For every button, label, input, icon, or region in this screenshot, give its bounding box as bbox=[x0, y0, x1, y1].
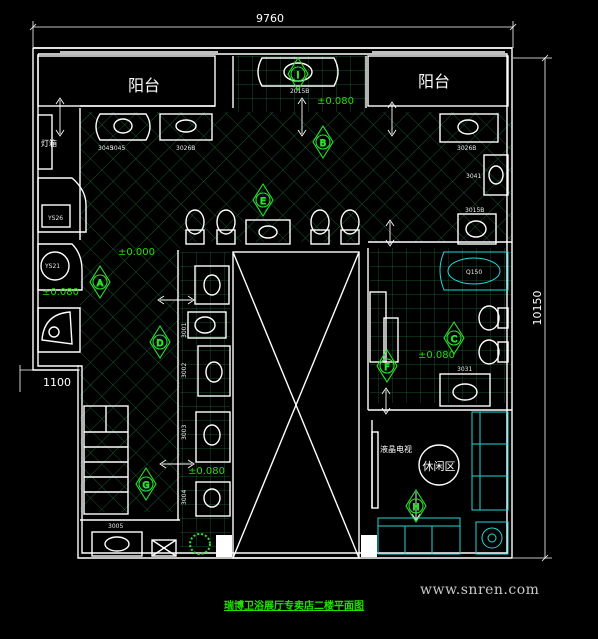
svg-text:F: F bbox=[384, 363, 389, 373]
central-void bbox=[216, 251, 377, 559]
toilets-row bbox=[185, 209, 360, 245]
section-marker-d: D bbox=[149, 324, 171, 360]
shower-units-left: YS26 YS21 bbox=[37, 177, 87, 353]
svg-text:3041: 3041 bbox=[466, 173, 481, 180]
svg-text:Q150: Q150 bbox=[466, 269, 482, 276]
svg-text:C: C bbox=[451, 335, 457, 345]
svg-text:B: B bbox=[320, 139, 326, 149]
svg-text:2015B: 2015B bbox=[290, 88, 309, 95]
level-marker-left2: ±0.080 bbox=[42, 287, 79, 298]
display-panel bbox=[369, 291, 399, 363]
svg-text:3031: 3031 bbox=[457, 366, 472, 373]
dim-left-offset: 1100 bbox=[43, 376, 71, 389]
section-marker-f: F bbox=[376, 348, 398, 384]
dim-top-width: 9760 bbox=[256, 12, 284, 25]
bottom-left-fixtures: 3005 bbox=[91, 523, 211, 557]
section-marker-i: I bbox=[287, 56, 309, 92]
svg-text:YS26: YS26 bbox=[47, 215, 63, 222]
level-marker-right: ±0.080 bbox=[418, 350, 455, 361]
dimension-left: 1100 bbox=[19, 365, 80, 392]
svg-text:A: A bbox=[97, 279, 104, 289]
level-label-5: ±0.080 bbox=[188, 466, 225, 477]
svg-text:3045: 3045 bbox=[110, 145, 125, 152]
bath-zone-right: Q150 3015B 3031 bbox=[439, 207, 509, 407]
level-label-1: ±0.080 bbox=[317, 96, 354, 107]
balcony-right: 阳台 bbox=[367, 55, 509, 107]
stairs-left bbox=[83, 405, 129, 515]
section-marker-h: H bbox=[405, 488, 427, 524]
lcd-tv-label: 液晶电视 bbox=[380, 444, 412, 454]
watermark: www.snren.com bbox=[420, 582, 540, 598]
svg-text:3002: 3002 bbox=[181, 363, 188, 378]
basin-top-mid: 3026B bbox=[159, 113, 213, 152]
section-marker-a: A bbox=[89, 264, 111, 300]
basin-top-left: 3045 bbox=[95, 113, 151, 152]
level-label-3: ±0.080 bbox=[42, 287, 79, 298]
svg-text:I: I bbox=[297, 71, 300, 81]
section-marker-g: G bbox=[135, 466, 157, 502]
section-marker-e: E bbox=[252, 182, 274, 218]
svg-text:3026B: 3026B bbox=[457, 145, 476, 152]
lamp-box-label: 灯箱 bbox=[41, 138, 57, 148]
svg-text:3001: 3001 bbox=[181, 323, 188, 338]
lounge-label: 休闲区 bbox=[423, 459, 456, 473]
drawing-caption: 瑞博卫浴展厅专卖店二楼平面图 bbox=[224, 601, 364, 612]
level-marker-bottom: ±0.080 bbox=[188, 466, 225, 477]
level-label-4: ±0.080 bbox=[418, 350, 455, 361]
section-marker-b: B bbox=[312, 124, 334, 160]
svg-text:D: D bbox=[157, 339, 164, 349]
svg-text:3045: 3045 bbox=[98, 145, 113, 152]
svg-text:3003: 3003 bbox=[181, 425, 188, 440]
svg-text:E: E bbox=[260, 197, 266, 207]
balcony-left-label: 阳台 bbox=[128, 76, 160, 95]
fixture-codes: 3045 3001 3002 3003 3004 bbox=[98, 145, 188, 505]
lamp-box: 灯箱 bbox=[37, 114, 57, 170]
svg-text:3005: 3005 bbox=[108, 523, 123, 530]
balcony-right-label: 阳台 bbox=[418, 72, 450, 91]
dimension-top: 9760 bbox=[29, 12, 517, 48]
level-marker-left: ±0.000 bbox=[118, 247, 155, 258]
basin-column-left bbox=[187, 265, 231, 517]
svg-text:YS21: YS21 bbox=[44, 263, 60, 270]
svg-text:G: G bbox=[143, 481, 150, 491]
lounge-area: 液晶电视 休闲区 bbox=[371, 411, 509, 555]
section-marker-c: C bbox=[443, 320, 465, 356]
svg-text:3026B: 3026B bbox=[176, 145, 195, 152]
dim-right-height: 10150 bbox=[531, 291, 544, 326]
level-marker-top: ±0.080 bbox=[317, 96, 354, 107]
dimension-right: 10150 bbox=[513, 54, 552, 562]
svg-text:3015B: 3015B bbox=[465, 207, 484, 214]
basin-right-wall: 3041 bbox=[466, 154, 509, 196]
svg-text:3004: 3004 bbox=[181, 490, 188, 505]
level-label-2: ±0.000 bbox=[118, 247, 155, 258]
basin-top-right: 3026B bbox=[439, 113, 499, 152]
outer-walls bbox=[32, 47, 513, 559]
balcony-left: 阳台 bbox=[37, 55, 216, 107]
svg-text:H: H bbox=[413, 503, 420, 513]
circulation-arrows bbox=[55, 97, 421, 521]
